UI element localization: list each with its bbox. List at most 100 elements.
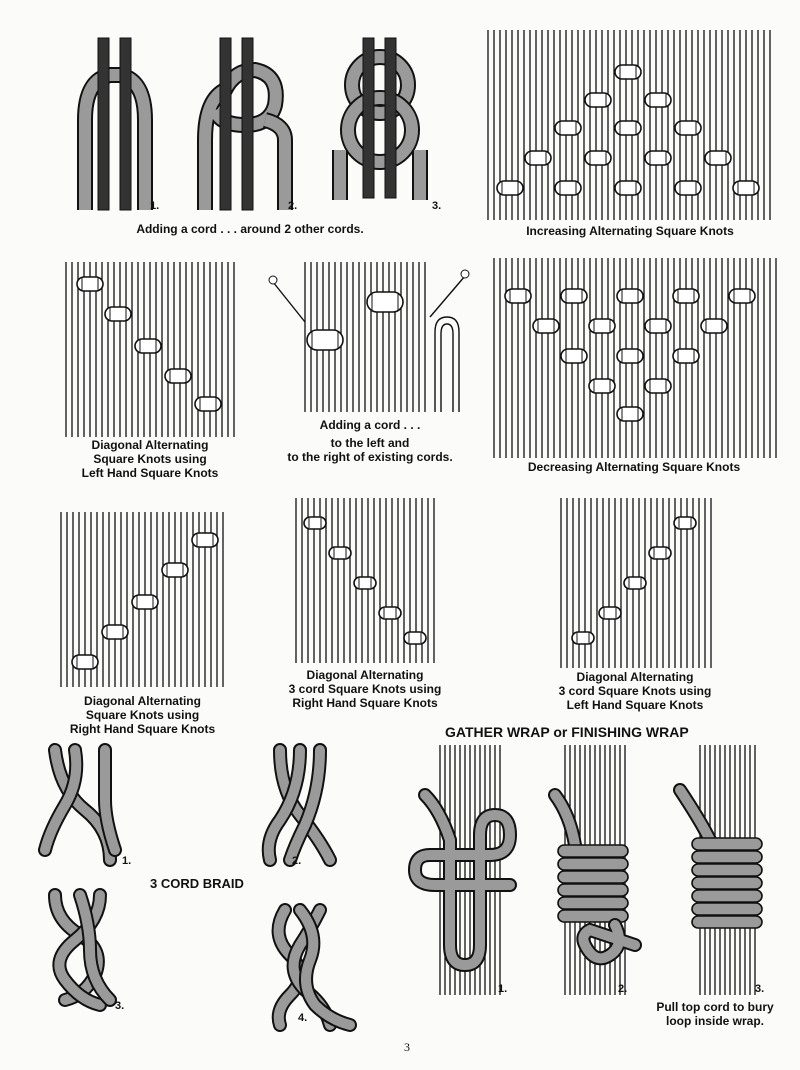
fig-3cord-braid: 1. 2. 3. 4. <box>30 743 400 1032</box>
caption-line: to the left and <box>330 436 410 450</box>
gather-wrap-illustration <box>407 745 763 995</box>
step-number: 2. <box>618 983 628 995</box>
knot <box>674 120 702 136</box>
knot <box>700 318 728 334</box>
knot <box>644 318 672 334</box>
knot <box>194 396 222 412</box>
caption-line: Diagonal Alternating <box>576 670 694 684</box>
knot <box>644 378 672 394</box>
knot <box>131 594 159 610</box>
knot <box>560 348 588 364</box>
step-number: 3. <box>115 1000 125 1012</box>
caption-decreasing: Decreasing Alternating Square Knots <box>527 460 741 474</box>
caption-line: Square Knots using <box>93 452 207 466</box>
knot <box>403 631 427 645</box>
knot <box>353 576 377 590</box>
fig-decreasing-knots <box>488 258 780 458</box>
knot <box>644 92 672 108</box>
fig-adding-cord-sides <box>265 262 475 412</box>
knot <box>598 606 622 620</box>
knot <box>560 288 588 304</box>
increasing-knots-illustration <box>487 30 771 220</box>
knot <box>164 368 192 384</box>
adding-cord-around-illustration <box>77 37 428 211</box>
braid-title: 3 CORD BRAID <box>150 876 244 891</box>
knot <box>648 546 672 560</box>
step3-drawing <box>332 37 428 200</box>
caption-line: 3 cord Square Knots using <box>558 684 712 698</box>
step-number: 2. <box>292 855 302 867</box>
step-number: 1. <box>122 855 132 867</box>
diag-left-illustration <box>65 262 235 437</box>
caption-line: to the right of existing cords. <box>287 450 453 464</box>
step-number: 4. <box>298 1012 308 1024</box>
diag3-right-illustration <box>295 498 435 663</box>
caption-line: Diagonal Alternating <box>306 668 424 682</box>
caption-line: Diagonal Alternating <box>84 694 201 708</box>
fig-diag-right <box>55 512 230 687</box>
knot <box>191 532 219 548</box>
page-number: 3 <box>404 1040 410 1054</box>
caption-diag3-left: Diagonal Alternating 3 cord Square Knots… <box>535 670 735 712</box>
step-number: 2. <box>288 200 298 212</box>
caption-adding-cord-sides: Adding a cord . . . to the left and to t… <box>265 418 475 464</box>
knot <box>554 180 582 196</box>
knot <box>672 288 700 304</box>
fig-gather-wrap: 1. 2. 3. <box>407 745 790 1005</box>
knot <box>616 288 644 304</box>
knot <box>673 516 697 530</box>
caption-line: Right Hand Square Knots <box>292 696 438 710</box>
knot <box>524 150 552 166</box>
knot <box>704 150 732 166</box>
fig-diag-left <box>60 262 240 437</box>
knot <box>614 64 642 80</box>
knot <box>366 291 404 313</box>
decreasing-knots-illustration <box>493 258 777 458</box>
caption-diag3-right: Diagonal Alternating 3 cord Square Knots… <box>265 668 465 710</box>
caption-line: Square Knots using <box>85 708 200 722</box>
caption-line: Adding a cord . . . <box>319 418 421 432</box>
step-number: 3. <box>755 983 765 995</box>
knot <box>644 150 672 166</box>
knot <box>588 318 616 334</box>
step1-drawing <box>77 37 153 211</box>
knot <box>101 624 129 640</box>
step-number: 1. <box>498 983 508 995</box>
knot <box>571 631 595 645</box>
knot <box>554 120 582 136</box>
knot <box>616 348 644 364</box>
diag3-left-illustration <box>560 498 712 668</box>
knot <box>306 329 344 351</box>
knot <box>104 306 132 322</box>
knot <box>732 180 760 196</box>
knot <box>532 318 560 334</box>
caption-diag-left: Diagonal Alternating Square Knots using … <box>60 438 240 480</box>
step2-drawing <box>197 37 293 211</box>
caption-line: Left Hand Square Knots <box>81 466 219 480</box>
knot <box>623 576 647 590</box>
braid-illustration <box>38 743 357 1032</box>
caption-line: Diagonal Alternating <box>91 438 209 452</box>
caption-line: Left Hand Square Knots <box>566 698 704 712</box>
caption-pull-top-cord: Pull top cord to bury loop inside wrap. <box>640 1000 790 1028</box>
diag-right-illustration <box>60 512 224 687</box>
knot <box>614 120 642 136</box>
fig-diag3-right <box>290 498 440 663</box>
knot <box>496 180 524 196</box>
fig-adding-cord-around: 1. 2. 3. <box>60 30 460 220</box>
fig-diag3-left <box>555 498 715 668</box>
knot <box>71 654 99 670</box>
knot <box>584 150 612 166</box>
knot <box>378 606 402 620</box>
knot <box>76 276 104 292</box>
knot <box>674 180 702 196</box>
adding-cord-sides-illustration <box>268 262 470 412</box>
caption-line: Pull top cord to bury <box>656 1000 774 1014</box>
knot <box>616 406 644 422</box>
step-number: 1. <box>150 200 160 212</box>
knot <box>161 562 189 578</box>
knot <box>504 288 532 304</box>
caption-line: Right Hand Square Knots <box>69 722 216 736</box>
caption-increasing: Increasing Alternating Square Knots <box>526 224 734 238</box>
caption-adding-cord-around: Adding a cord . . . around 2 other cords… <box>136 222 364 236</box>
